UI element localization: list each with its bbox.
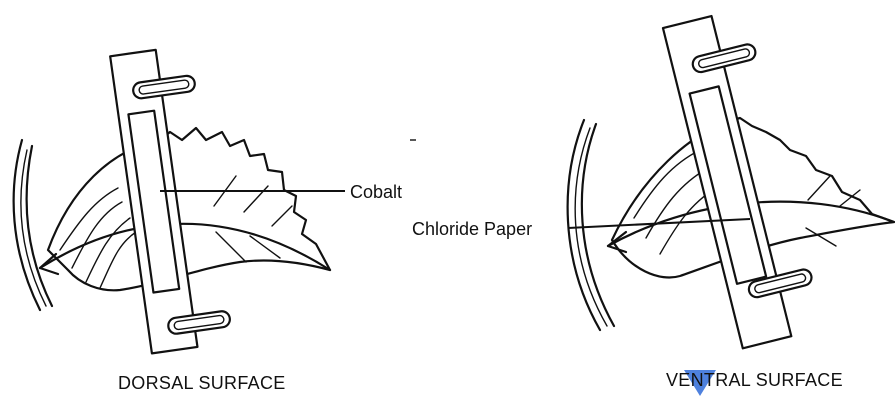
ventral-caption: VENTRAL SURFACE [666, 370, 843, 390]
ventral-stem [568, 120, 614, 330]
dorsal-view: Cobalt DORSAL SURFACE [14, 45, 402, 393]
cobalt-label: Cobalt [350, 182, 402, 202]
ventral-view: Chloride Paper VENTRAL SURFACE [412, 8, 894, 396]
dorsal-stem [14, 140, 52, 310]
chloride-paper-label: Chloride Paper [412, 219, 532, 239]
dorsal-caption: DORSAL SURFACE [118, 373, 286, 393]
